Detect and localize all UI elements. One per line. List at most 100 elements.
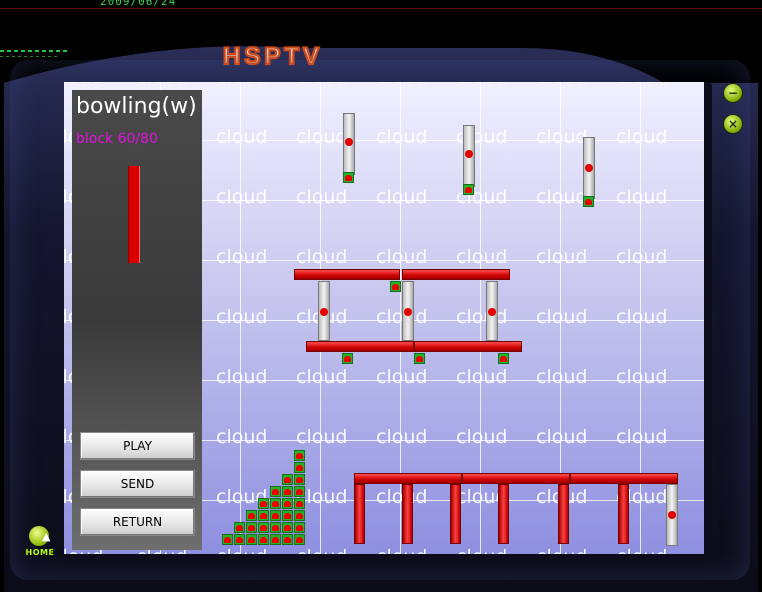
bowling-pin[interactable] [486,281,498,341]
green-block[interactable] [270,522,281,533]
cloud-watermark: cloud [376,546,427,554]
green-block[interactable] [294,486,305,497]
green-block[interactable] [234,522,245,533]
red-post[interactable] [450,484,461,544]
bowling-pin[interactable] [463,125,475,187]
bowling-pin[interactable] [318,281,330,341]
cloud-watermark: cloud [616,186,668,208]
cloud-watermark: cloud [616,366,668,388]
red-beam[interactable] [570,473,678,484]
green-block[interactable] [463,184,474,195]
hsptv-logo: HSPTV [222,44,320,68]
green-block[interactable] [246,534,257,545]
green-block[interactable] [222,534,233,545]
pin-marker [488,308,496,316]
green-block[interactable] [258,498,269,509]
green-block[interactable] [294,498,305,509]
cloud-watermark: cloud [296,82,347,88]
green-block[interactable] [258,534,269,545]
status-dashes [0,50,70,52]
bowling-pin[interactable] [583,137,595,199]
cloud-watermark: cloud [296,186,348,208]
cloud-watermark: cloud [64,82,103,88]
home-button[interactable]: ▲ HOME [22,526,58,562]
red-beam[interactable] [354,473,462,484]
pin-marker [668,511,676,519]
green-block[interactable] [583,196,594,207]
green-block[interactable] [282,486,293,497]
cloud-watermark: cloud [616,126,668,148]
green-block[interactable] [270,534,281,545]
grid-line [640,82,641,554]
grid-line [480,82,481,554]
green-block[interactable] [498,353,509,364]
cloud-watermark: cloud [536,126,588,148]
green-block[interactable] [294,450,305,461]
send-button[interactable]: SEND [80,470,195,498]
cloud-watermark: cloud [536,546,587,554]
cloud-watermark: cloud [216,426,268,448]
green-block[interactable] [343,172,354,183]
cloud-watermark: cloud [616,306,668,328]
green-block[interactable] [294,534,305,545]
grid-line [240,82,241,554]
cloud-watermark: cloud [136,82,187,88]
cloud-watermark: cloud [296,546,347,554]
close-icon[interactable]: × [723,114,743,134]
green-block[interactable] [390,281,401,292]
cloud-watermark: cloud [216,246,268,268]
cloud-watermark: cloud [296,426,348,448]
green-block[interactable] [270,486,281,497]
red-post[interactable] [402,484,413,544]
green-block[interactable] [246,510,257,521]
grid-line [400,82,401,554]
cloud-watermark: cloud [296,246,348,268]
pin-marker [345,138,353,146]
green-block[interactable] [342,353,353,364]
green-block[interactable] [282,474,293,485]
red-beam[interactable] [414,341,522,352]
red-post[interactable] [498,484,509,544]
red-post[interactable] [618,484,629,544]
bowling-pin[interactable] [402,281,414,341]
red-beam[interactable] [306,341,414,352]
green-block[interactable] [282,522,293,533]
green-block[interactable] [258,510,269,521]
green-block[interactable] [294,474,305,485]
green-block[interactable] [270,498,281,509]
minimize-icon[interactable]: − [723,83,743,103]
red-beam[interactable] [402,269,510,280]
cloud-watermark: cloud [216,486,268,508]
grid-line [64,140,704,141]
red-post[interactable] [354,484,365,544]
red-beam[interactable] [294,269,400,280]
cloud-watermark: cloud [296,486,348,508]
pin-marker [465,150,473,158]
green-block[interactable] [282,498,293,509]
cloud-watermark: cloud [216,186,268,208]
green-block[interactable] [270,510,281,521]
cloud-watermark: cloud [376,426,428,448]
cloud-watermark: cloud [536,82,587,88]
green-block[interactable] [282,510,293,521]
cloud-watermark: cloud [456,486,508,508]
green-block[interactable] [294,510,305,521]
red-post[interactable] [558,484,569,544]
bowling-pin[interactable] [343,113,355,175]
cloud-watermark: cloud [376,82,427,88]
green-block[interactable] [294,522,305,533]
green-block[interactable] [282,534,293,545]
play-button[interactable]: PLAY [80,432,195,460]
cloud-watermark: cloud [456,366,508,388]
green-block[interactable] [414,353,425,364]
green-block[interactable] [246,522,257,533]
grid-line [64,320,704,321]
cloud-watermark: cloud [536,306,588,328]
green-block[interactable] [294,462,305,473]
status-dashes-secondary [0,56,60,57]
bowling-pin[interactable] [666,484,678,546]
green-block[interactable] [258,522,269,533]
red-beam[interactable] [462,473,570,484]
return-button[interactable]: RETURN [80,508,195,536]
green-block[interactable] [234,534,245,545]
